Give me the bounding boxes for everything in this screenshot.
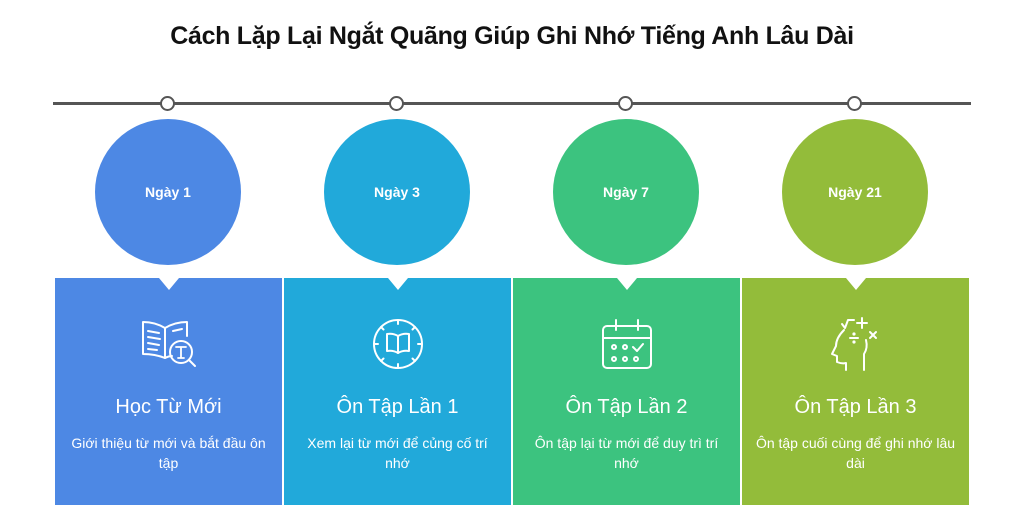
page-title: Cách Lặp Lại Ngắt Quãng Giúp Ghi Nhớ Tiế… [170, 22, 854, 50]
clock-book-icon [372, 319, 423, 369]
head-math-icon [830, 317, 877, 371]
card-notch [158, 278, 179, 290]
timeline-node-3 [618, 96, 633, 111]
day-circle-3: Ngày 7 [553, 119, 699, 265]
day-circle-4: Ngày 21 [782, 119, 928, 265]
step-card-4: Ôn Tập Lần 3 Ôn tập cuối cùng để ghi nhớ… [742, 278, 969, 505]
timeline-node-1 [160, 96, 175, 111]
timeline-node-4 [847, 96, 862, 111]
day-label: Ngày 3 [374, 184, 420, 200]
card-notch [616, 278, 637, 290]
step-card-3: Ôn Tập Lần 2 Ôn tập lại từ mới để duy tr… [513, 278, 740, 505]
day-circle-2: Ngày 3 [324, 119, 470, 265]
card-notch [387, 278, 408, 290]
step-heading: Học Từ Mới [115, 396, 222, 418]
card-notch [845, 278, 866, 290]
day-label: Ngày 21 [828, 184, 882, 200]
step-heading: Ôn Tập Lần 1 [336, 396, 459, 418]
step-card-1: Học Từ Mới Giới thiệu từ mới và bắt đầu … [55, 278, 282, 505]
calendar-check-icon [601, 319, 652, 369]
step-heading: Ôn Tập Lần 2 [565, 396, 688, 418]
day-label: Ngày 1 [145, 184, 191, 200]
timeline-node-2 [389, 96, 404, 111]
step-description: Ôn tập lại từ mới để duy trì trí nhớ [534, 435, 719, 471]
step-description: Ôn tập cuối cùng để ghi nhớ lâu dài [755, 435, 956, 471]
step-heading: Ôn Tập Lần 3 [794, 396, 917, 418]
day-label: Ngày 7 [603, 184, 649, 200]
step-description: Xem lại từ mới để củng cố trí nhớ [307, 435, 488, 471]
step-description: Giới thiệu từ mới và bắt đầu ôn tập [71, 435, 266, 471]
timeline-line [53, 102, 971, 105]
step-card-2: Ôn Tập Lần 1 Xem lại từ mới để củng cố t… [284, 278, 511, 505]
day-circle-1: Ngày 1 [95, 119, 241, 265]
book-search-icon [141, 321, 196, 367]
